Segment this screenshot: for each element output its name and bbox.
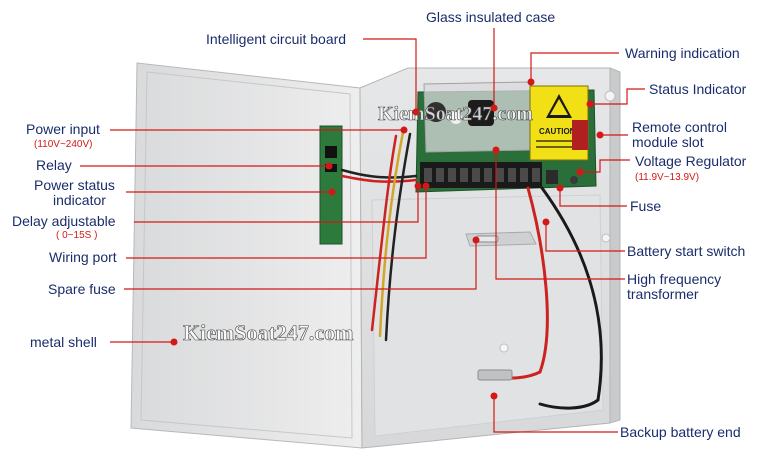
wires <box>340 130 603 410</box>
label-remote-control: Remote control <box>632 119 727 135</box>
label-power-input: Power input <box>26 121 100 137</box>
label-power-input-range: (110V~240V) <box>34 139 93 150</box>
label-glass-case: Glass insulated case <box>426 9 556 25</box>
label-battery-start-switch: Battery start switch <box>627 243 746 259</box>
label-delay-range: ( 0~15S ) <box>56 230 98 241</box>
caution-text: CAUTION <box>539 127 576 136</box>
label-power-status-indicator: indicator <box>53 192 106 208</box>
label-status-indicator: Status Indicator <box>649 81 747 97</box>
metal-door <box>130 62 363 449</box>
label-voltage-range: (11.9V~13.9V) <box>635 172 700 183</box>
label-backup-battery: Backup battery end <box>620 424 741 440</box>
label-voltage-regulator: Voltage Regulator <box>635 153 747 169</box>
label-power-status: Power status <box>34 177 115 193</box>
battery-terminals <box>477 369 513 381</box>
leader-endpoints <box>170 78 604 400</box>
label-spare-fuse: Spare fuse <box>48 281 116 297</box>
watermark-top: KiemSoat247.com <box>378 103 533 125</box>
indicator-board <box>319 125 343 245</box>
label-module-slot: module slot <box>632 134 704 150</box>
circuit-board: CAUTION <box>415 81 597 193</box>
label-relay: Relay <box>36 157 72 173</box>
label-metal-shell: metal shell <box>30 334 97 350</box>
label-fuse: Fuse <box>630 198 662 214</box>
spare-fuse-clip <box>465 231 537 247</box>
label-delay-adjustable: Delay adjustable <box>12 213 116 229</box>
label-wiring-port: Wiring port <box>49 249 117 265</box>
leader-lines <box>80 28 645 433</box>
label-warning: Warning indication <box>625 45 740 61</box>
watermark-middle: KiemSoat247.com <box>183 320 353 345</box>
label-circuit-board: Intelligent circuit board <box>206 31 347 47</box>
label-transformer: transformer <box>627 286 699 302</box>
label-high-frequency: High frequency <box>627 271 722 287</box>
